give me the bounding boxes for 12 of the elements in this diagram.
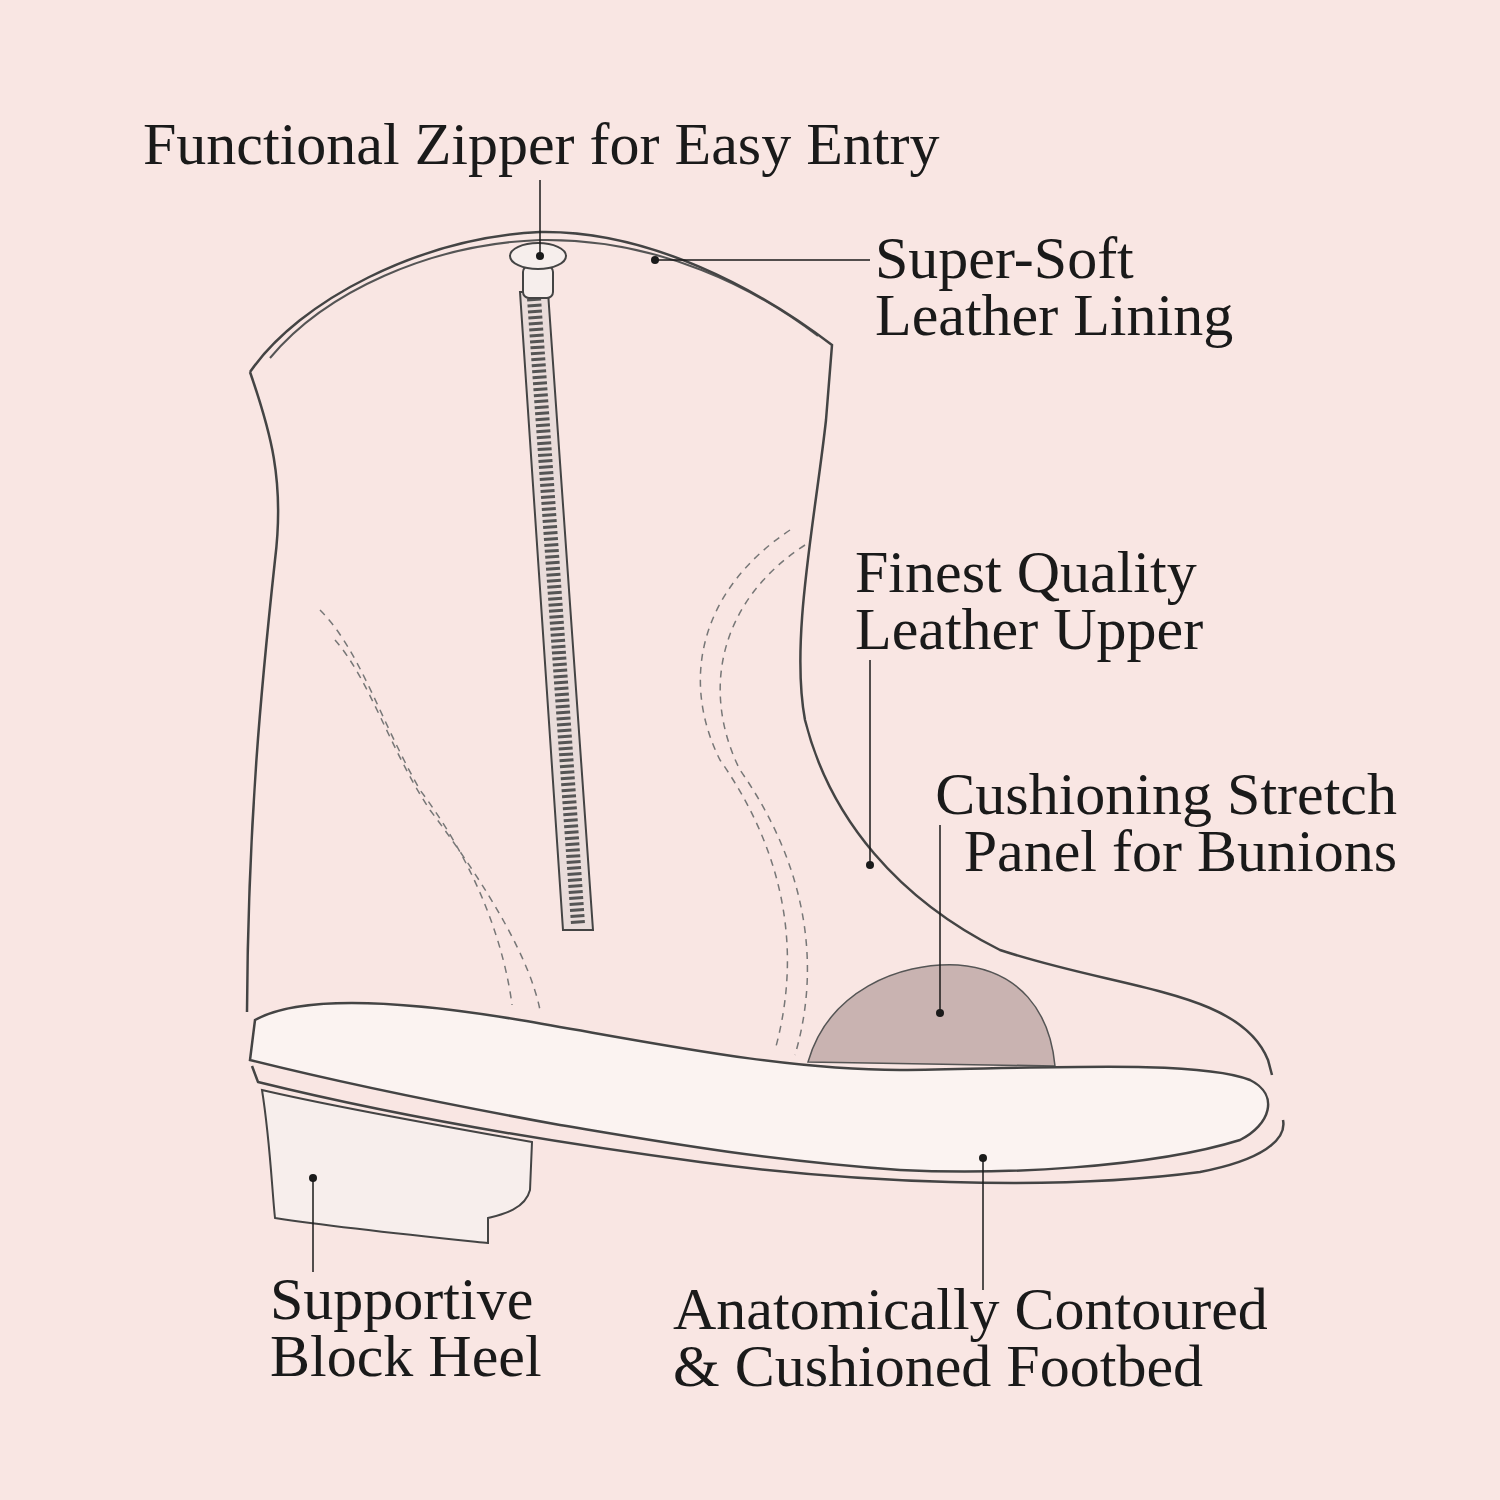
leader-line [866,659,874,869]
leader-line [309,1174,317,1273]
footbed [248,1001,1270,1173]
callout-label: Supportive Block Heel [270,1271,590,1385]
leader-line [536,179,544,260]
leader-line [979,1154,987,1291]
callout-label: Anatomically Contoured & Cushioned Footbed [673,1281,1313,1395]
zipper-drawing [509,242,595,931]
block-heel [261,1089,533,1244]
leader-line [936,824,944,1017]
leader-line [651,256,871,264]
callout-label: Cushioning Stretch Panel for Bunions [857,766,1397,880]
